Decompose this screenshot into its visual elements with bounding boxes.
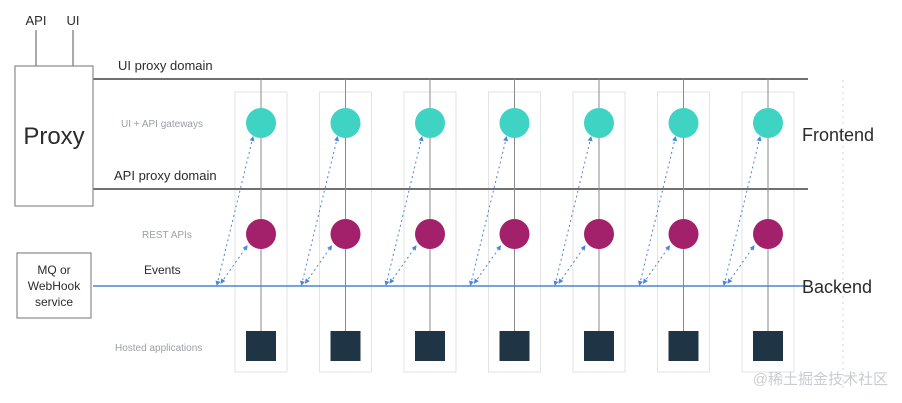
rest-api-node [415, 219, 445, 249]
frontend-label: Frontend [802, 125, 874, 145]
rest-api-node [246, 219, 276, 249]
event-to-api-arrow [642, 245, 671, 284]
mq-label-line-1: MQ or [37, 263, 70, 277]
hosted-app-node [246, 331, 276, 361]
mq-webhook-box: MQ or WebHook service [16, 252, 92, 319]
ui-proxy-domain-label: UI proxy domain [118, 58, 213, 73]
hosted-app-node [415, 331, 445, 361]
gateway-node [330, 108, 361, 138]
rest-api-node [753, 219, 783, 249]
gateway-node [753, 108, 783, 138]
gateway-node [499, 108, 530, 138]
rest-api-node [668, 219, 699, 249]
api-proxy-domain-label: API proxy domain [114, 168, 217, 183]
event-to-api-arrow [220, 245, 248, 284]
event-to-api-arrow [389, 245, 417, 284]
api-input-label: API [26, 13, 47, 28]
gateways-row-label: UI + API gateways [121, 119, 203, 130]
hosted-app-node [330, 331, 361, 361]
event-arrows [215, 136, 762, 286]
proxy-box: Proxy API UI [14, 13, 94, 207]
rest-apis-row-label: REST APIs [142, 230, 192, 241]
gateway-node [415, 108, 445, 138]
hosted-app-node [499, 331, 530, 361]
rest-api-node [330, 219, 361, 249]
ui-input-label: UI [67, 13, 80, 28]
rest-api-node [584, 219, 614, 249]
hosted-app-node [584, 331, 614, 361]
gateway-node [246, 108, 276, 138]
event-to-api-arrow [304, 245, 333, 284]
hosted-apps-row-label: Hosted applications [115, 343, 202, 354]
event-to-api-arrow [558, 245, 586, 284]
mq-label-line-3: service [35, 295, 73, 309]
hosted-app-node [753, 331, 783, 361]
service-nodes [246, 108, 783, 361]
proxy-label: Proxy [23, 123, 84, 150]
gateway-node [668, 108, 699, 138]
event-to-api-arrow [727, 245, 755, 284]
mq-label-line-2: WebHook [28, 279, 81, 293]
events-label: Events [144, 263, 181, 277]
backend-label: Backend [802, 277, 872, 297]
gateway-node [584, 108, 614, 138]
event-to-api-arrow [473, 245, 502, 284]
hosted-app-node [668, 331, 699, 361]
rest-api-node [499, 219, 530, 249]
watermark: @稀土掘金技术社区 [753, 371, 888, 388]
